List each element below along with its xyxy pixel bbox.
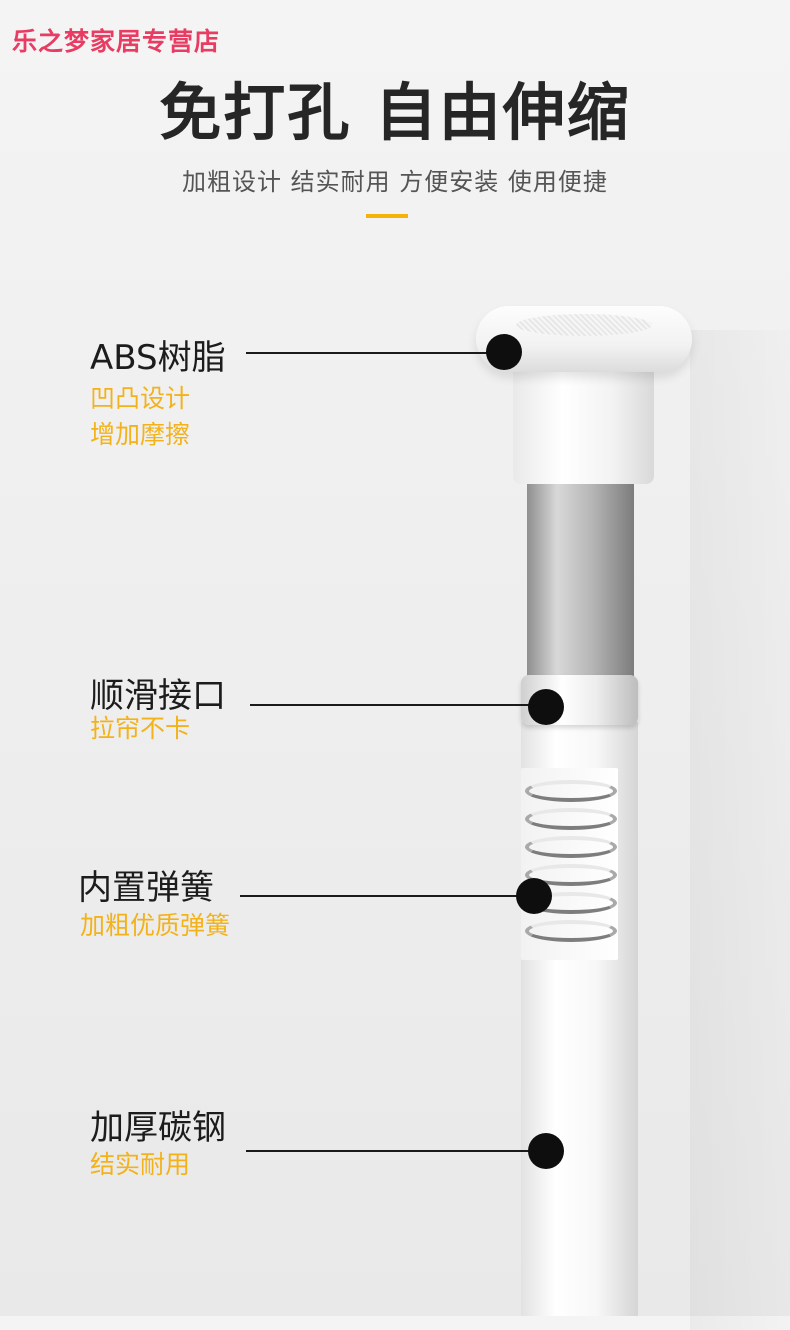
inner-tube xyxy=(527,482,634,682)
callout-title: 内置弹簧 xyxy=(78,868,214,908)
spring-coil xyxy=(525,864,617,886)
pole-shadow xyxy=(690,330,790,1330)
spring-coil xyxy=(525,808,617,830)
headline: 免打孔 自由伸缩 xyxy=(159,76,631,149)
spring-coil xyxy=(525,836,617,858)
callout-dot xyxy=(486,334,522,370)
callout-line xyxy=(246,352,506,354)
callout-title: 顺滑接口 xyxy=(90,676,226,716)
accent-bar xyxy=(366,214,408,218)
subline: 加粗设计 结实耐用 方便安装 使用便捷 xyxy=(182,168,608,196)
callout-line xyxy=(240,895,535,897)
callout-subtext: 增加摩擦 xyxy=(90,420,191,449)
callout-subtext: 结实耐用 xyxy=(90,1150,191,1179)
callout-title: 加厚碳钢 xyxy=(90,1108,226,1148)
callout-line xyxy=(250,704,540,706)
spring-coil xyxy=(525,780,617,802)
cap-neck xyxy=(513,366,654,484)
spring-window xyxy=(521,768,618,960)
callout-subtext: 加粗优质弹簧 xyxy=(80,911,231,940)
cap-texture xyxy=(516,314,652,336)
callout-dot xyxy=(516,878,552,914)
callout-title: ABS树脂 xyxy=(90,338,226,378)
callout-subtext: 拉帘不卡 xyxy=(90,714,191,743)
callout-dot xyxy=(528,1133,564,1169)
callout-subtext: 凹凸设计 xyxy=(90,384,191,413)
store-name: 乐之梦家居专营店 xyxy=(12,27,221,56)
spring-coil xyxy=(525,920,617,942)
callout-line xyxy=(246,1150,546,1152)
callout-dot xyxy=(528,689,564,725)
